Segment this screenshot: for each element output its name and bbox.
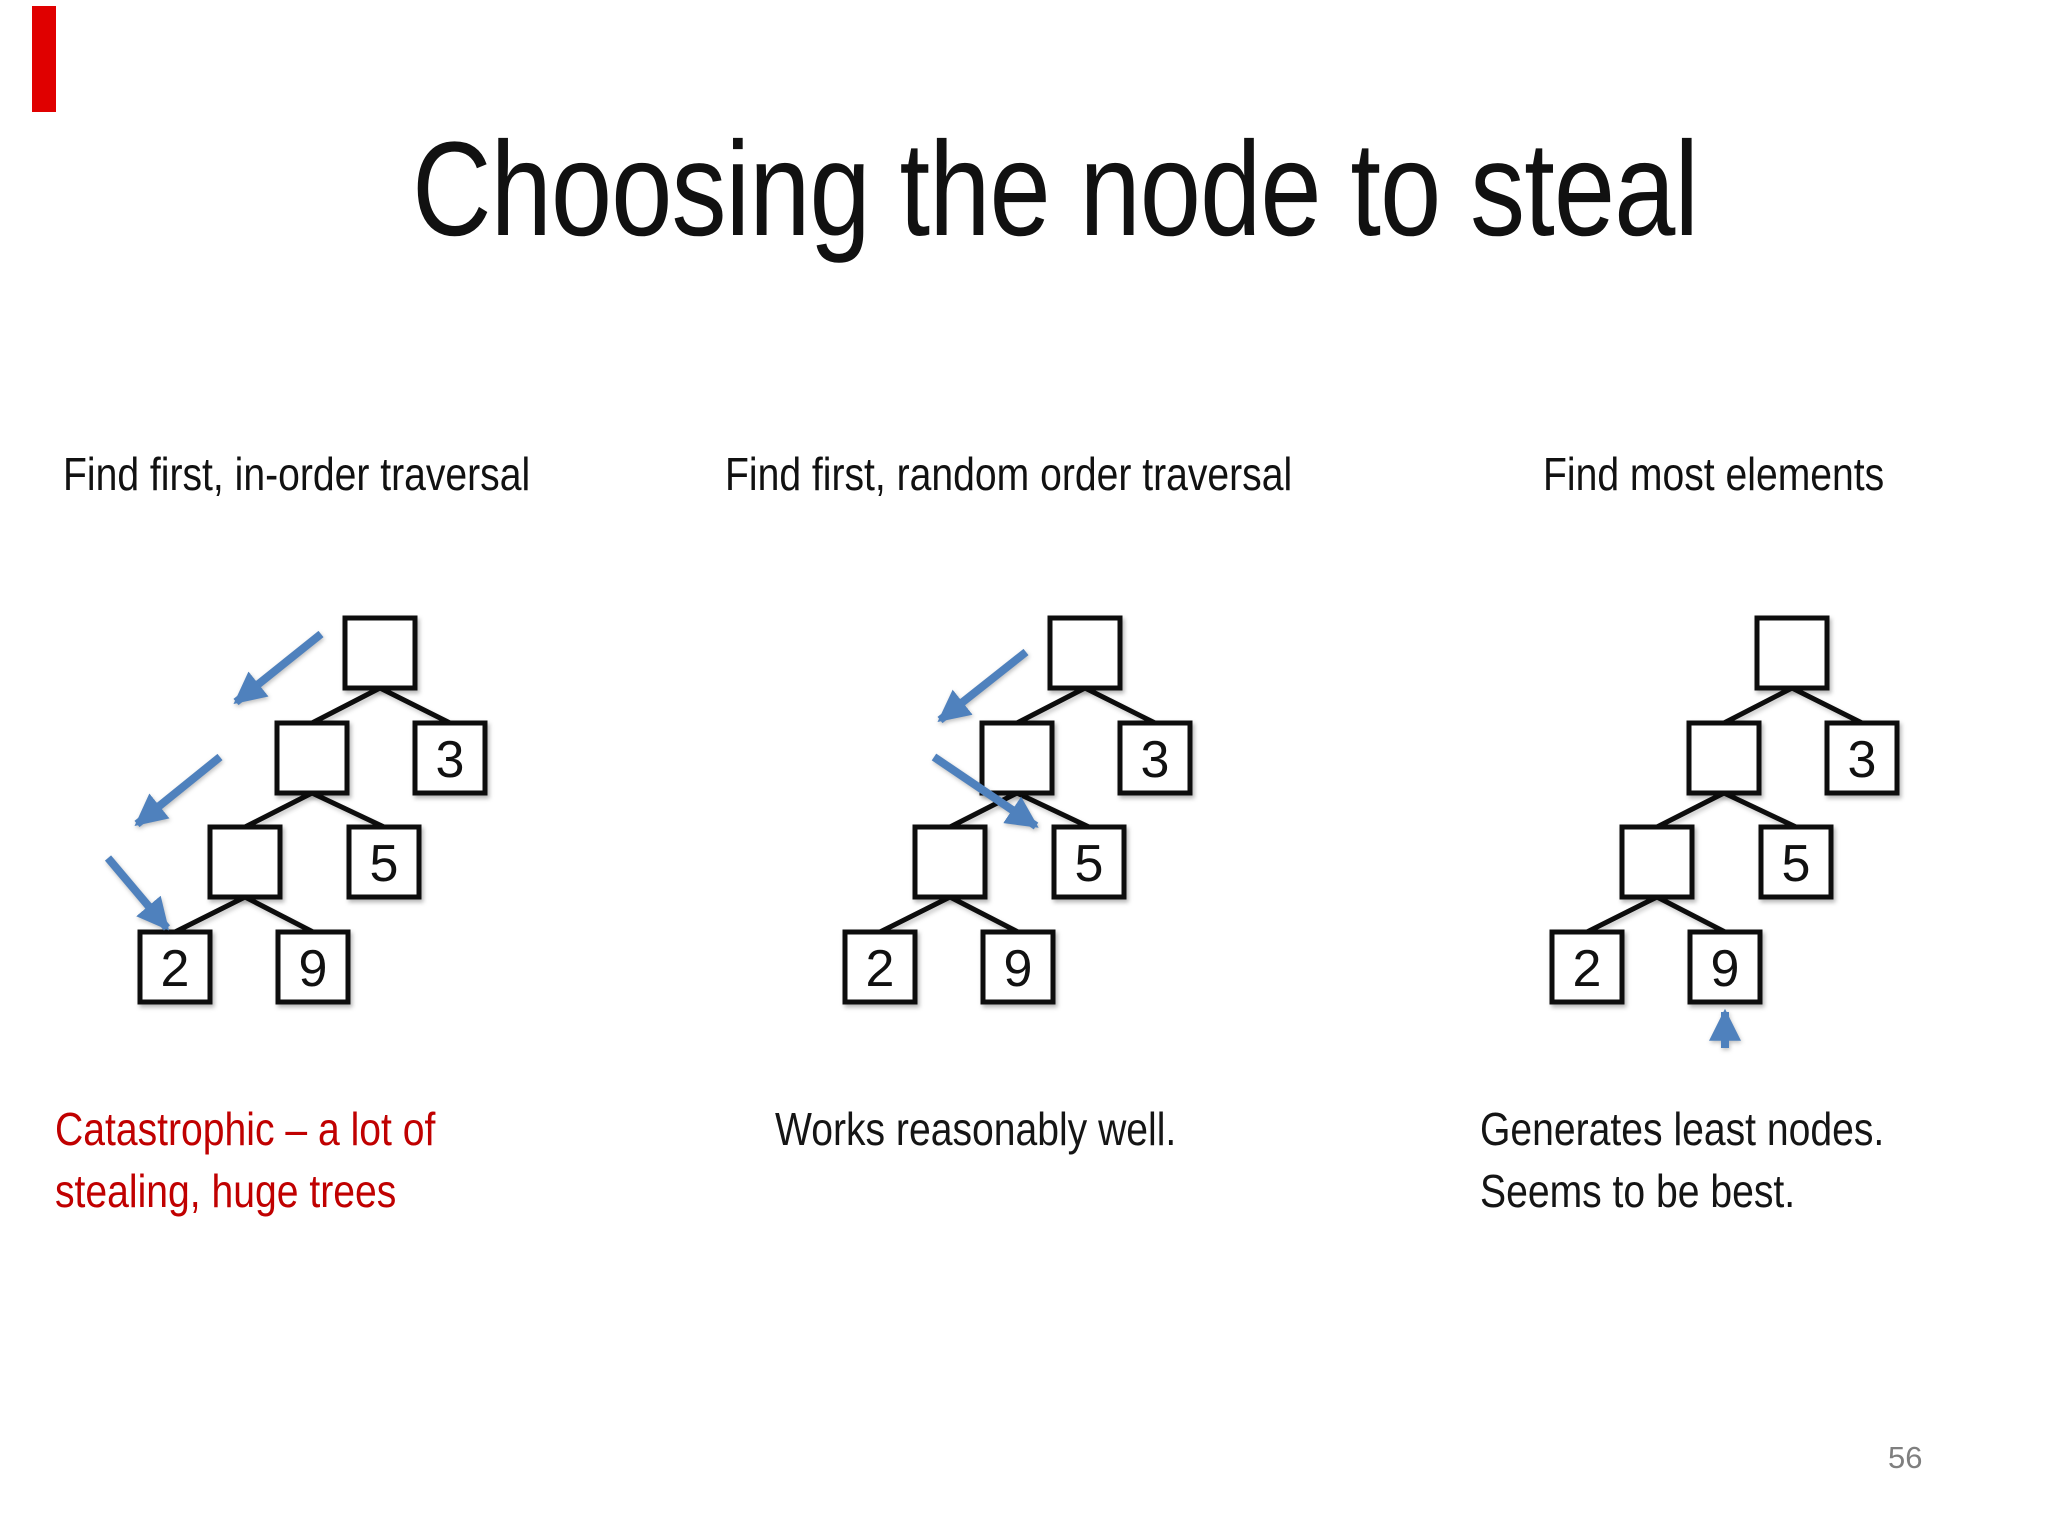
tree-edge	[1722, 685, 1794, 726]
node-label: 9	[299, 940, 328, 998]
node-label: 5	[370, 835, 399, 893]
node-label: 9	[1711, 940, 1740, 998]
tree-edge	[173, 894, 247, 935]
tree-edge	[878, 894, 952, 935]
node-box	[274, 720, 350, 796]
tree-edge	[1083, 685, 1157, 726]
node-box	[1824, 720, 1900, 796]
node-box	[342, 615, 418, 691]
column-heading-random-order: Find first, random order traversal	[725, 448, 1293, 500]
node-box	[842, 929, 918, 1005]
column-heading-most-elements: Find most elements	[1543, 448, 1885, 500]
node-label: 2	[866, 940, 895, 998]
node-box	[412, 720, 488, 796]
node-box	[1687, 929, 1763, 1005]
tree-1: 35 2 9	[137, 615, 488, 1005]
node-box	[1758, 824, 1834, 900]
node-box	[1619, 824, 1695, 900]
tree-edge	[310, 790, 386, 830]
tree-edge	[378, 685, 452, 726]
node-label: 3	[1848, 731, 1877, 789]
slide-title: Choosing the node to steal	[412, 115, 1699, 264]
tree-edge	[1722, 790, 1798, 830]
node-box	[137, 929, 213, 1005]
node-label: 2	[161, 940, 190, 998]
node-box	[1051, 824, 1127, 900]
tree-edge	[1790, 685, 1864, 726]
traversal-arrow	[104, 855, 171, 931]
node-box	[207, 824, 283, 900]
node-box	[1549, 929, 1625, 1005]
tree-2: 35 2 9	[842, 615, 1193, 1005]
node-label: 3	[1141, 731, 1170, 789]
node-label: 2	[1573, 940, 1602, 998]
node-box	[1686, 720, 1762, 796]
node-box	[275, 929, 351, 1005]
node-label: 3	[436, 731, 465, 789]
red-accent-bar	[32, 6, 56, 112]
tree-edge	[1585, 894, 1659, 935]
node-label: 5	[1782, 835, 1811, 893]
tree-edge	[1655, 790, 1726, 830]
tree-edge	[948, 894, 1020, 935]
title-container: Choosing the node to steal	[0, 123, 2048, 257]
caption-catastrophic: Catastrophic – a lot of stealing, huge t…	[55, 1098, 435, 1222]
node-box	[1754, 615, 1830, 691]
caption-line: stealing, huge trees	[55, 1165, 397, 1217]
column-heading-inorder: Find first, in-order traversal	[63, 448, 531, 500]
tree-3: 35 2 9	[1549, 615, 1900, 1005]
traversal-arrow	[233, 630, 324, 706]
tree-edge	[1655, 894, 1727, 935]
caption-least-nodes: Generates least nodes. Seems to be best.	[1480, 1098, 1884, 1222]
tree-edge	[1015, 685, 1087, 726]
traversal-arrow	[931, 753, 1039, 830]
caption-line: Seems to be best.	[1480, 1165, 1796, 1217]
node-box	[1117, 720, 1193, 796]
node-box	[912, 824, 988, 900]
tree-edge	[243, 790, 314, 830]
caption-line: Catastrophic – a lot of	[55, 1103, 436, 1155]
node-box	[979, 720, 1055, 796]
traversal-arrow	[937, 648, 1029, 724]
page-number: 56	[1888, 1440, 1923, 1475]
node-label: 5	[1075, 835, 1104, 893]
node-box	[980, 929, 1056, 1005]
node-label: 9	[1004, 940, 1033, 998]
node-box	[346, 824, 422, 900]
traversal-arrow	[134, 753, 223, 828]
tree-edge	[310, 685, 382, 726]
caption-line: Works reasonably well.	[775, 1103, 1177, 1155]
caption-works-well: Works reasonably well.	[775, 1098, 1176, 1160]
caption-line: Generates least nodes.	[1480, 1103, 1885, 1155]
node-box	[1047, 615, 1123, 691]
tree-edge	[243, 894, 315, 935]
